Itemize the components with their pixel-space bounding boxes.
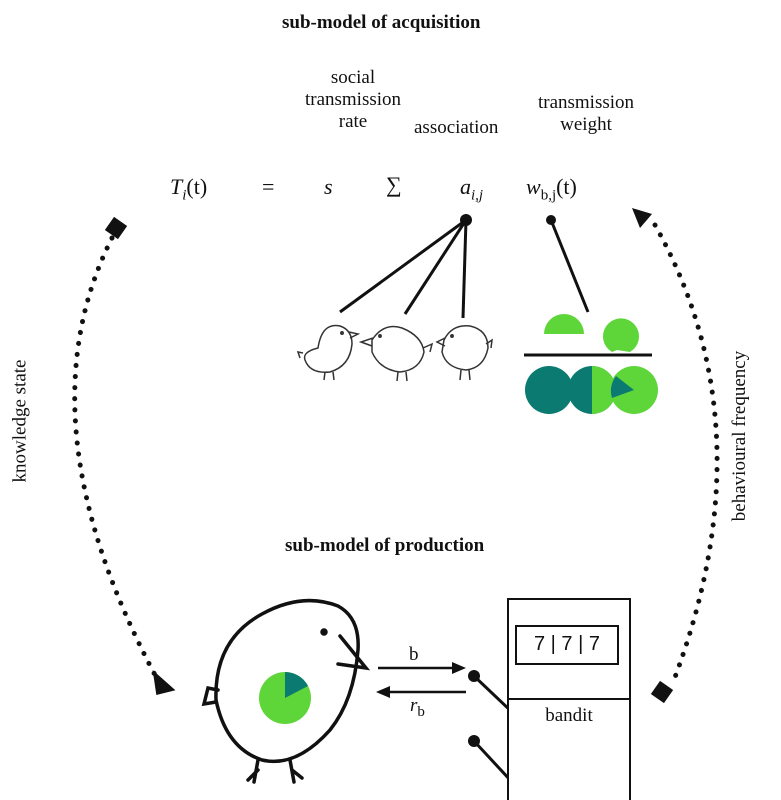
association-line — [461, 219, 468, 319]
pie-slice — [285, 672, 308, 698]
w-sub-b: b,j — [540, 187, 557, 204]
equation-w: wb,j(t) — [526, 174, 577, 204]
knowledge-state-arc — [72, 235, 158, 678]
arc-start-square-right — [650, 680, 674, 704]
arc-start-square-left — [104, 216, 128, 240]
sum-symbol: ∑ — [386, 172, 402, 197]
arc-arrowhead-left — [152, 669, 176, 695]
association-line — [339, 218, 467, 314]
label-line: rate — [338, 111, 368, 132]
s-symbol: s — [324, 174, 333, 199]
arrow-b-label: b — [409, 644, 419, 665]
label-line: transmission — [304, 89, 402, 110]
T-subscript: i — [182, 187, 187, 204]
pie-chart-icon — [603, 318, 640, 352]
transmission-weight-label: transmission weight — [522, 92, 650, 136]
bandit-display: 7 | 7 | 7 — [515, 625, 619, 665]
bandit-divider — [509, 698, 629, 700]
T-symbol: T — [170, 174, 183, 199]
arrow-r-label: rb — [410, 695, 425, 723]
lever-arm — [472, 674, 514, 714]
label-line: weight — [560, 114, 612, 135]
social-transmission-rate-label: social transmission rate — [298, 67, 408, 133]
behavioural-frequency-arc — [652, 222, 720, 688]
pie-chart-icon — [568, 366, 616, 414]
w-subscript: b,j — [541, 187, 556, 203]
bird-icon — [435, 325, 493, 381]
association-line — [403, 219, 468, 315]
pie-chart-icon — [525, 366, 573, 414]
acquisition-title: sub-model of acquisition — [282, 12, 481, 33]
bird-icon — [358, 325, 434, 382]
association-label: association — [414, 117, 499, 138]
production-title: sub-model of production — [285, 535, 485, 556]
T-argument: (t) — [186, 174, 208, 199]
equals-sign: = — [262, 174, 275, 199]
half-pie-icon — [544, 314, 584, 334]
bandit-machine-icon: 7 | 7 | 7 bandit — [507, 598, 631, 800]
a-symbol: a — [460, 174, 471, 199]
equation-T: Ti(t) — [170, 174, 207, 204]
arrow-r-head — [376, 686, 390, 698]
equation-a: ai,j — [460, 174, 483, 204]
lever-arm — [472, 739, 514, 784]
r-subscript: b — [417, 703, 425, 720]
label-line: social — [330, 67, 376, 88]
arc-arrowhead-right — [632, 208, 652, 228]
weight-line — [549, 219, 590, 313]
a-subscript: i,j — [471, 187, 484, 204]
r-symbol: r — [410, 695, 418, 716]
arrow-b-head — [452, 662, 466, 674]
w-symbol: w — [526, 174, 541, 199]
bird-icon — [296, 324, 361, 381]
bandit-label: bandit — [545, 705, 593, 726]
pie-chart-icon — [610, 366, 658, 414]
w-argument: (t) — [556, 174, 577, 199]
bird-icon — [201, 598, 371, 784]
label-line: transmission — [537, 92, 635, 113]
